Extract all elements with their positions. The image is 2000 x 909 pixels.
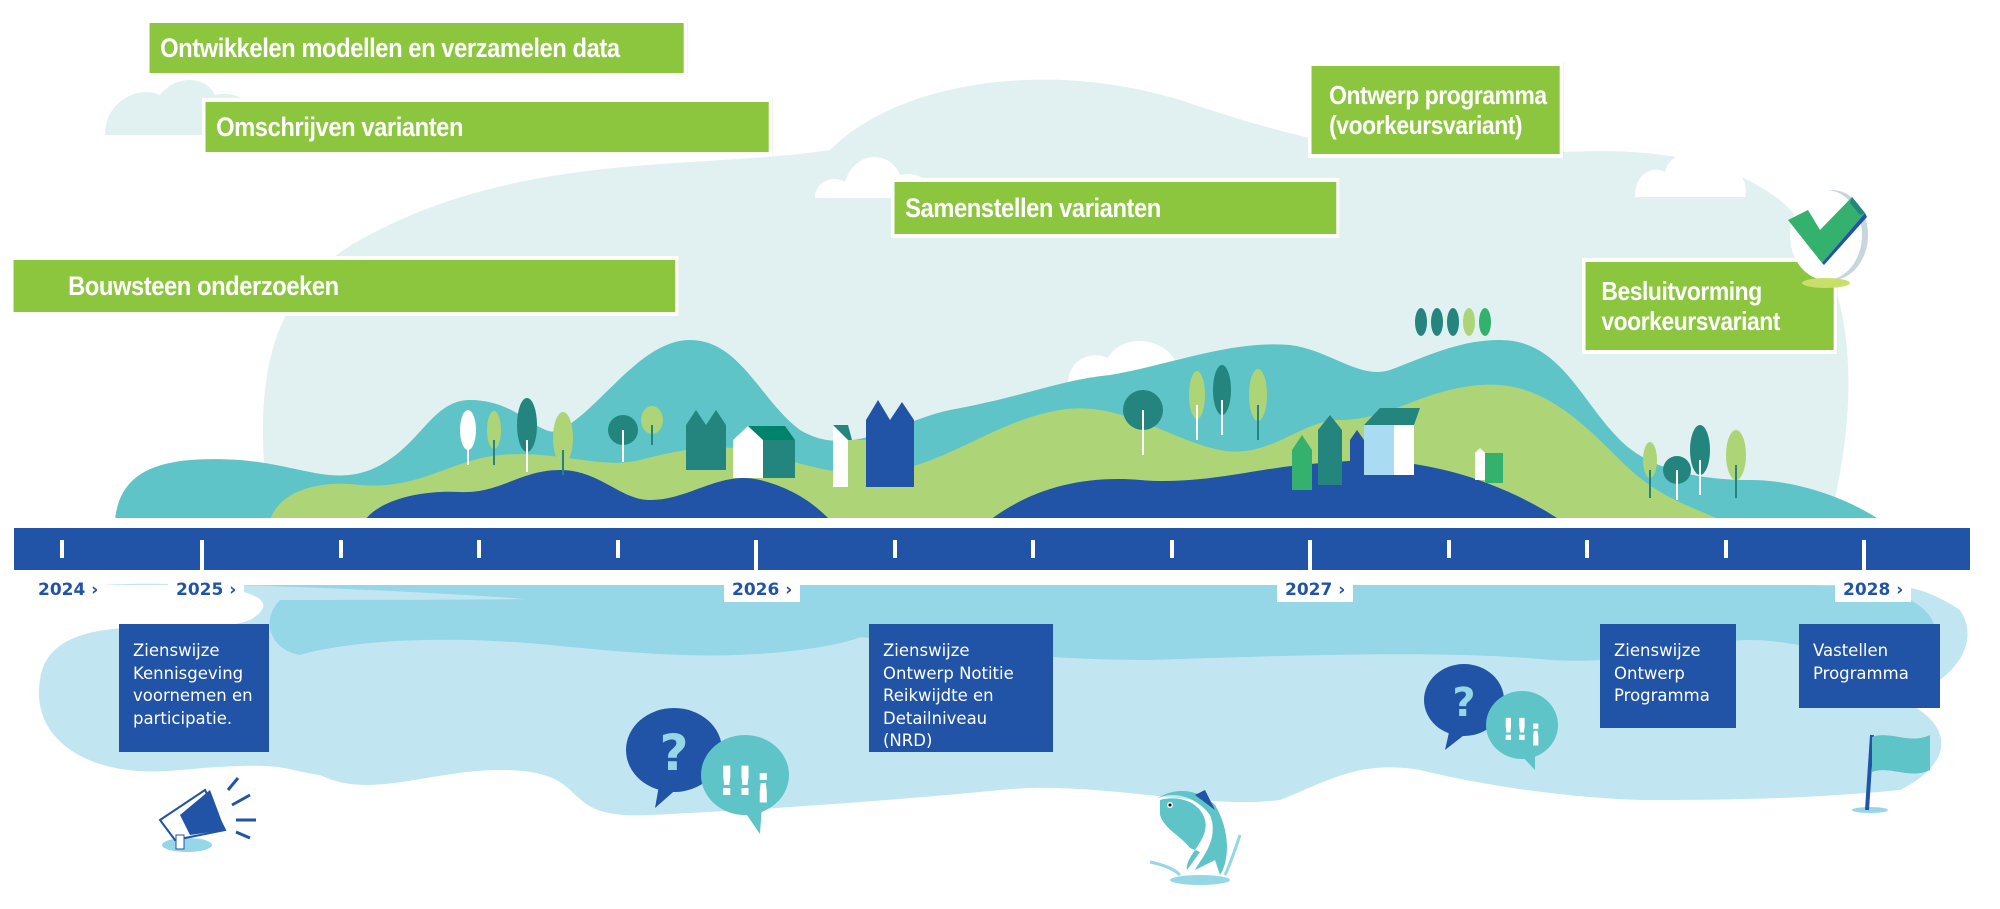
house-cluster — [686, 400, 914, 488]
timeline-quarter-tick — [1031, 540, 1035, 558]
checkmark-badge-icon — [1788, 190, 1868, 288]
milestone-ontwerp-nrd: Zienswijze Ontwerp Notitie Reikwijdte en… — [869, 624, 1053, 752]
timeline-year-tick — [1308, 540, 1312, 570]
timeline-quarter-tick — [338, 540, 343, 558]
milestone-vastellen-programma: Vastellen Programma — [1799, 624, 1940, 708]
phase-label: Bouwsteen onderzoeken — [68, 271, 339, 301]
year-label-2024: 2024 › — [30, 578, 107, 602]
year-label-2026: 2026 › — [724, 578, 801, 602]
tree — [608, 415, 638, 462]
timeline-quarter-tick — [1723, 540, 1728, 558]
phase-ontwerp-programma: Ontwerp programma (voorkeursvariant) — [1308, 62, 1564, 158]
tree — [487, 411, 501, 465]
phase-omschrijven-varianten: Omschrijven varianten — [202, 98, 773, 156]
year-label-2028: 2028 › — [1835, 578, 1912, 602]
tree — [1123, 390, 1163, 455]
year-label-2027: 2027 › — [1277, 578, 1354, 602]
phase-label: Samenstellen varianten — [905, 193, 1161, 223]
year-label-2025: 2025 › — [168, 578, 245, 602]
timeline-year-tick — [1862, 540, 1866, 570]
exclamation-speech-bubble-icon: !!¡ — [1486, 691, 1558, 770]
phase-bouwsteen-onderzoeken: Bouwsteen onderzoeken — [10, 256, 679, 316]
milestone-kennisgeving-voornemen: Zienswijze Kennisgeving voornemen en par… — [119, 624, 269, 752]
svg-text:!!¡: !!¡ — [718, 759, 773, 805]
timeline-year-tick — [200, 540, 204, 570]
phase-samenstellen-varianten: Samenstellen varianten — [891, 178, 1340, 238]
phase-label: Omschrijven varianten — [216, 112, 464, 142]
timeline-quarter-tick — [615, 540, 620, 558]
lake — [990, 460, 1560, 520]
phase-ontwikkelen-modellen: Ontwikkelen modellen en verzamelen data — [146, 19, 688, 77]
tree — [1726, 430, 1746, 498]
tree — [460, 410, 476, 465]
question-speech-bubble-icon: ? — [626, 708, 722, 808]
phase-label: Besluitvorming voorkeursvariant — [1601, 276, 1780, 336]
phase-label: Ontwerp programma (voorkeursvariant) — [1329, 80, 1547, 140]
tree — [1189, 371, 1205, 440]
jumping-fish-icon — [1149, 790, 1242, 885]
svg-text:?: ? — [1452, 680, 1475, 726]
lake — [365, 470, 830, 520]
timeline-bar — [14, 528, 1970, 570]
tree — [1643, 442, 1657, 498]
timeline-quarter-tick — [1169, 540, 1174, 558]
timeline-quarter-tick — [1585, 540, 1589, 558]
tree-row — [1415, 308, 1491, 336]
svg-text:?: ? — [659, 724, 688, 782]
timeline-quarter-tick — [892, 540, 897, 558]
finish-flag-icon — [1852, 734, 1930, 813]
water-mid — [269, 595, 900, 656]
tree — [1663, 456, 1691, 500]
timeline-quarter-tick — [1446, 540, 1451, 558]
house-cluster — [1292, 408, 1503, 490]
timeline-year-tick — [754, 540, 758, 570]
question-speech-bubble-icon: ? — [1424, 664, 1504, 750]
tree — [1690, 425, 1710, 495]
exclamation-speech-bubble-icon: !!¡ — [701, 735, 789, 834]
tree — [641, 406, 663, 445]
tree — [1213, 365, 1231, 435]
megaphone-icon — [158, 777, 256, 852]
phase-label: Ontwikkelen modellen en verzamelen data — [160, 33, 620, 63]
cloud — [1635, 153, 1746, 197]
tree — [1249, 369, 1267, 440]
timeline-tick — [60, 540, 64, 558]
timeline-quarter-tick — [477, 540, 481, 558]
milestone-ontwerp-programma: Zienswijze Ontwerp Programma — [1600, 624, 1736, 728]
phase-besluitvorming: Besluitvorming voorkeursvariant — [1582, 258, 1838, 354]
tree — [553, 412, 573, 475]
tree — [517, 398, 537, 472]
svg-text:!!¡: !!¡ — [1501, 713, 1542, 748]
